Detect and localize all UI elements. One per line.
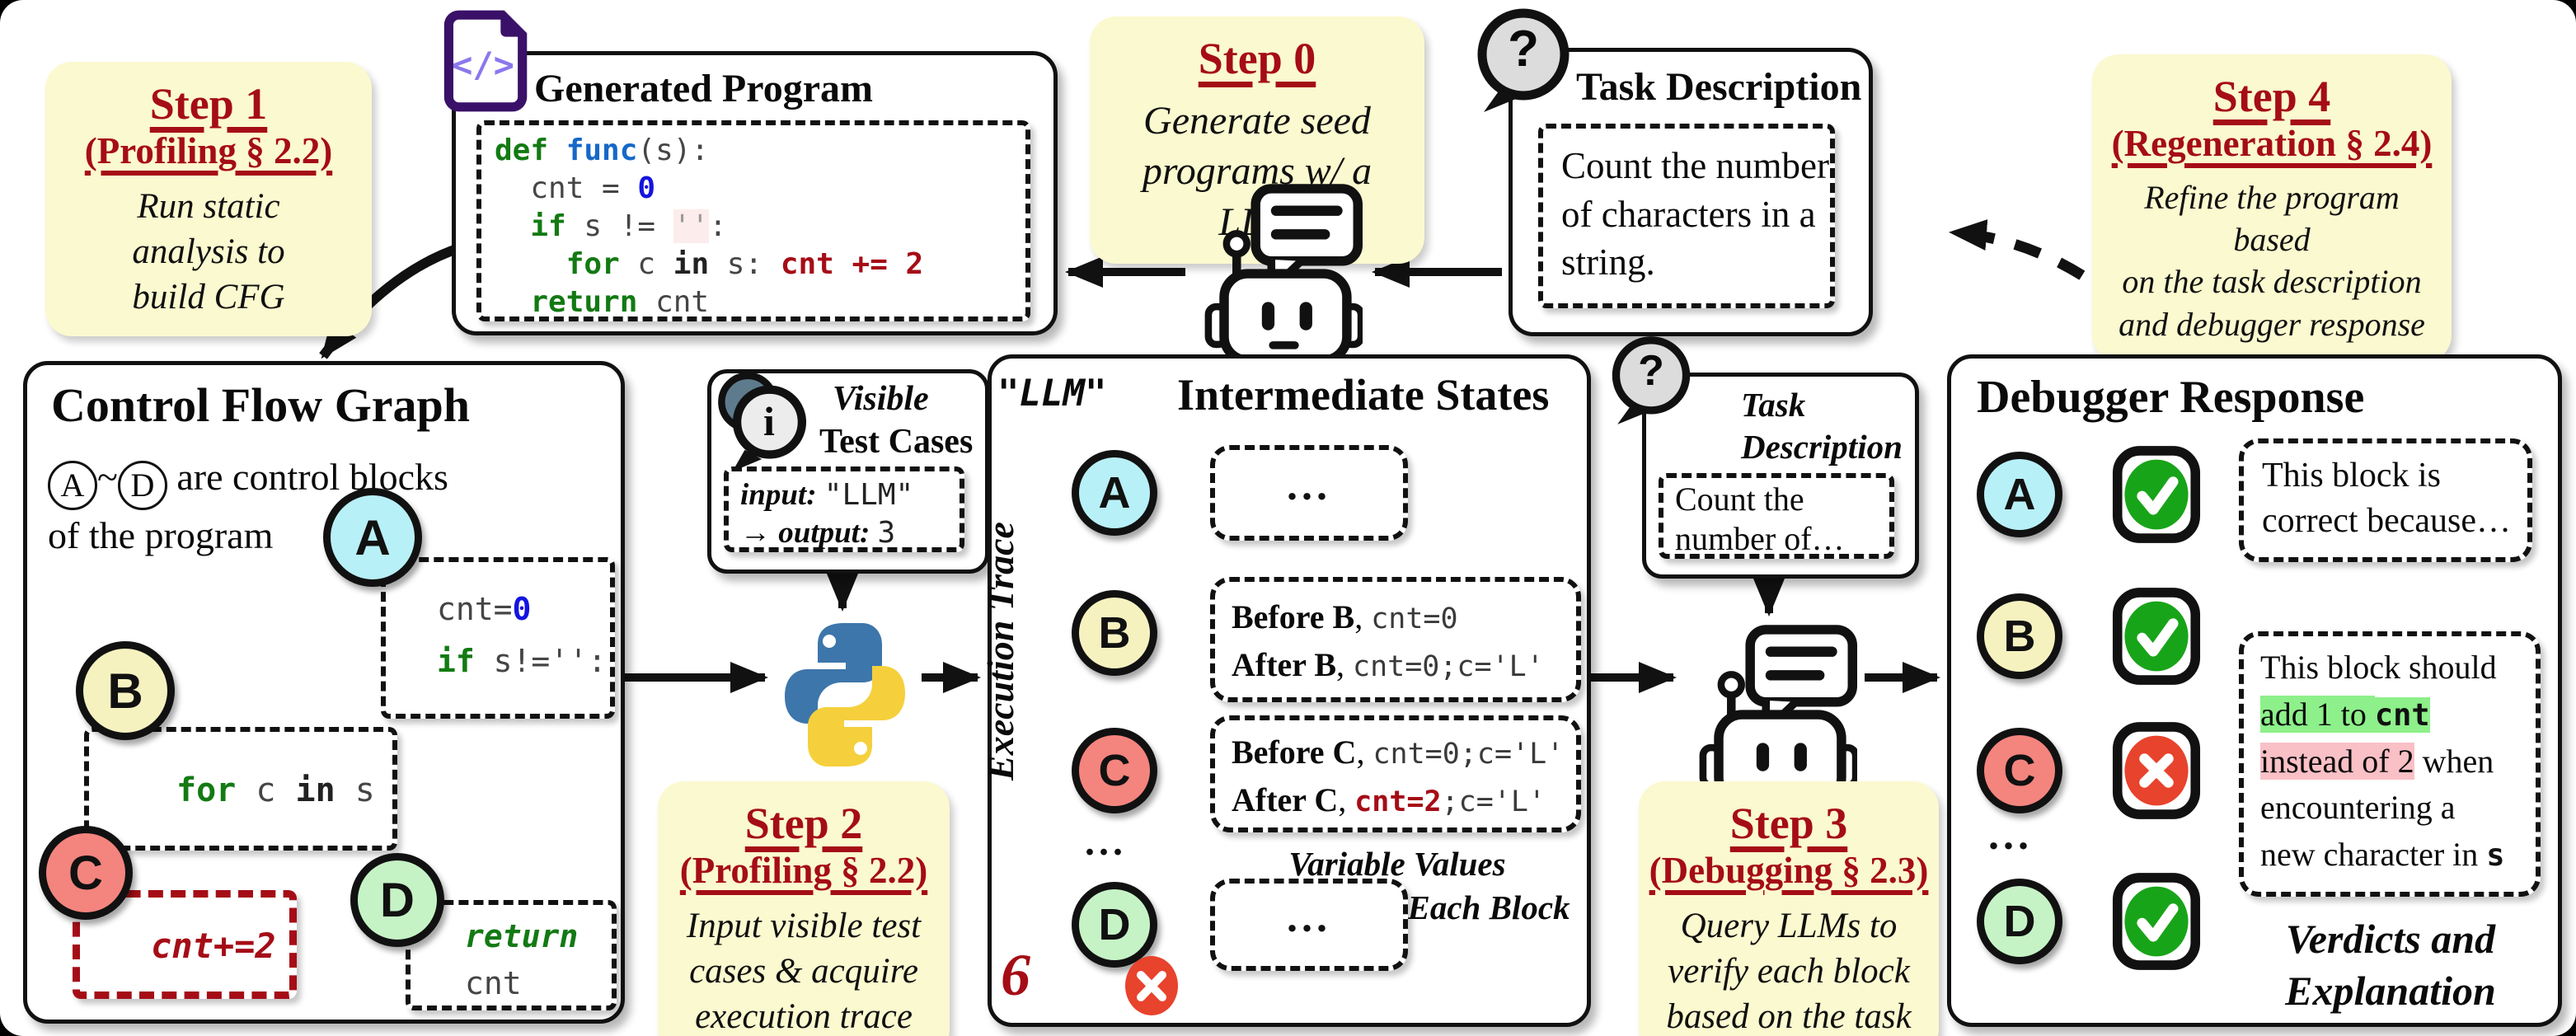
robot-icon — [1189, 180, 1363, 369]
step4-title: Step 4 — [2212, 72, 2331, 121]
test-cases-box: input: "LLM" → output: 3 — [724, 466, 964, 552]
verdict-check-icon-d — [2112, 871, 2201, 972]
step4-desc: Refine the program based on the task des… — [2119, 179, 2425, 343]
is-box-d-text: ... — [1287, 894, 1331, 941]
execution-trace-label: Execution Trace — [979, 522, 1021, 781]
dr-caption: Verdicts and Explanation — [2285, 916, 2496, 1014]
step1-note: Step 1 (Profiling § 2.2) Run static anal… — [45, 62, 372, 337]
trace-input-string: "LLM" — [997, 373, 1107, 415]
is-node-a: A — [1072, 450, 1157, 536]
verdict-check-icon-a — [2112, 444, 2201, 545]
cfg-note: A~D are control blocks of the program — [48, 456, 448, 556]
cfg-node-d: D — [350, 853, 444, 947]
step4-note: Step 4 (Regeneration § 2.4) Refine the p… — [2092, 54, 2452, 362]
generated-program-title: Generated Program — [534, 67, 873, 110]
small-task-text: Count the number of… — [1675, 480, 1845, 557]
cfg-block-b-code: for c in s — [176, 771, 375, 809]
python-logo — [775, 616, 915, 773]
question-glyph: ? — [1508, 21, 1539, 77]
code-line: def func(s): — [495, 134, 710, 167]
is-box-c: Before C, cnt=0;c='L' After C, cnt=2;c='… — [1210, 715, 1581, 832]
dr-node-c: C — [1977, 728, 2062, 813]
question-glyph-small: ? — [1638, 347, 1664, 395]
test-cases-title-line1: Visible — [833, 380, 929, 418]
step3-note: Step 3 (Debugging § 2.3) Query LLMs to v… — [1639, 781, 1939, 1036]
cfg-block-a-code: cnt=0 if s!='': — [437, 591, 607, 679]
small-task-title: Task Description — [1741, 386, 1903, 466]
generated-program-code-box: def func(s): cnt = 0 if s != '': for c i… — [476, 120, 1030, 321]
step1-title: Step 1 — [149, 79, 268, 129]
verdict-check-icon-b — [2112, 586, 2201, 687]
is-box-b: Before B, cnt=0 After B, cnt=0;c='L' — [1210, 577, 1581, 702]
small-task-box: Count the number of… — [1659, 473, 1894, 559]
dr-node-d: D — [1977, 879, 2062, 964]
step3-subtitle: (Debugging § 2.3) — [1649, 850, 1929, 891]
is-node-c: C — [1072, 728, 1157, 813]
info-glyph: i — [763, 398, 775, 444]
is-node-b: B — [1072, 590, 1157, 676]
dr-box-a: This block is correct because… — [2239, 438, 2532, 562]
test-case-input-line: input: "LLM" — [740, 478, 914, 512]
debugger-response-title: Debugger Response — [1977, 372, 2365, 423]
step3-desc: Query LLMs to verify each block based on… — [1666, 907, 1912, 1036]
cfg-block-d-box: return cnt — [406, 900, 617, 1010]
code-line: return cnt — [530, 285, 710, 319]
cfg-node-a: A — [323, 488, 422, 587]
step0-title: Step 0 — [1198, 34, 1316, 83]
is-ellipsis: ... — [1085, 820, 1127, 864]
cfg-block-d-code: return cnt — [465, 918, 579, 1001]
step2-subtitle: (Profiling § 2.2) — [679, 850, 928, 891]
test-case-output-line: → output: 3 — [740, 516, 896, 551]
wrong-output-value: 6 — [1001, 942, 1030, 1008]
is-box-a: ... — [1210, 445, 1408, 541]
cfg-node-b: B — [76, 641, 175, 740]
step1-subtitle: (Profiling § 2.2) — [84, 130, 333, 171]
cfg-block-b-box: for c in s — [84, 727, 397, 851]
step1-desc: Run static analysis to build CFG — [132, 187, 285, 317]
cfg-block-a-box: cnt=0 if s!='': — [381, 557, 615, 719]
is-box-a-text: ... — [1287, 462, 1331, 509]
step2-desc: Input visible test cases & acquire execu… — [686, 907, 922, 1036]
code-line: cnt = 0 — [495, 171, 656, 205]
is-box-b-text: Before B, cnt=0 After B, cnt=0;c='L' — [1232, 598, 1544, 683]
dr-node-a: A — [1977, 452, 2062, 537]
verdict-cross-icon-c — [2112, 720, 2201, 821]
wrong-output-cross-icon — [1123, 953, 1180, 1019]
step2-note: Step 2 (Profiling § 2.2) Input visible t… — [658, 781, 950, 1036]
dr-ellipsis: ... — [1988, 812, 2033, 859]
step3-title: Step 3 — [1729, 799, 1848, 848]
task-description-box: Count the number of characters in a stri… — [1538, 124, 1835, 308]
intermediate-states-title: Intermediate States — [1177, 370, 1550, 420]
code-file-glyph: </> — [452, 45, 514, 85]
is-node-d: D — [1072, 882, 1157, 968]
test-cases-title-line2: Test Cases — [819, 423, 974, 461]
cfg-title: Control Flow Graph — [51, 378, 471, 432]
code-line: for c in s: cnt += 2 — [565, 247, 924, 281]
dr-box-a-text: This block is correct because… — [2262, 457, 2511, 540]
dr-box-c-text: This block should add 1 to cnt instead o… — [2260, 649, 2505, 874]
cfg-block-c-code: cnt+=2 — [151, 926, 276, 966]
code-line: if s != '': — [530, 209, 727, 243]
task-description-title: Task Description — [1576, 65, 1862, 109]
is-box-d: ... — [1210, 879, 1408, 971]
is-box-c-text: Before C, cnt=0;c='L' After C, cnt=2;c='… — [1232, 734, 1565, 818]
step2-title: Step 2 — [744, 799, 863, 848]
dr-node-b: B — [1977, 593, 2062, 679]
step0-note: Step 0 Generate seed programs w/ a LLM — [1090, 16, 1424, 265]
task-description-text: Count the number of characters in a stri… — [1561, 145, 1829, 283]
cfg-node-c: C — [39, 826, 133, 920]
step4-subtitle: (Regeneration § 2.4) — [2111, 123, 2433, 164]
dr-box-c: This block should add 1 to cnt instead o… — [2239, 631, 2541, 897]
